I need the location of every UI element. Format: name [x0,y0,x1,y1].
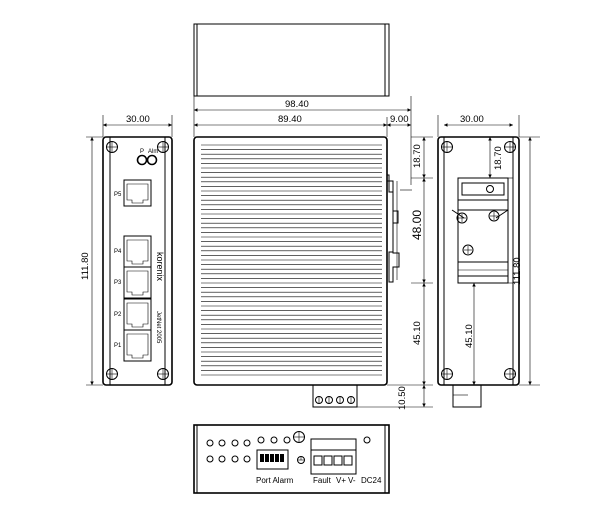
screw-icon [106,141,118,153]
end-dimensions [437,115,540,386]
led-alm-label: Alm [148,149,158,155]
port-p1 [123,329,152,362]
fault-label: Fault [313,476,332,485]
top-view [193,23,390,97]
model-label: JetNet 2005 [155,311,161,344]
screw-icon [504,368,516,380]
port-p5 [123,179,152,207]
dim-lower-offset: 45.10 [412,321,423,345]
power-terminal [310,438,357,475]
vplus-label: V+ [336,476,346,485]
bottom-view: Port Alarm Fault V+ V- DC24 [193,424,390,494]
screw-icon [157,368,169,380]
dim-side-lower-offset: 45.10 [464,324,475,348]
port-p3 [123,266,152,299]
dim-top-offset: 18.70 [412,144,423,168]
led-alm-icon [146,154,158,166]
dip-switch [256,449,289,470]
brand-logo: korenix [155,252,165,282]
status-leds [206,436,371,463]
dim-connector-offset: 10.50 [397,386,408,410]
dim-rail-height: 48.00 [410,210,424,240]
dim-side-top-offset: 18.70 [493,146,504,170]
port-p4 [123,235,152,268]
dim-front-width: 30.00 [126,114,150,125]
dim-total-depth: 98.40 [285,99,309,110]
dim-side-height: 111.80 [512,257,523,285]
dim-side-width: 30.00 [460,114,484,125]
port-alarm-label: Port Alarm [256,476,294,485]
screw-icon [488,210,500,222]
side-view [193,136,412,408]
vminus-label: V- [348,476,356,485]
port-p2-label: P2 [114,312,122,318]
front-dimensions [86,115,173,386]
screw-icon [462,244,474,256]
led-p-icon [136,154,148,166]
port-p4-label: P4 [114,249,122,255]
dim-rail-depth: 9.00 [390,114,409,125]
screw-icon [456,212,468,224]
screw-icon [441,368,453,380]
screw-icon [504,141,516,153]
dim-body-depth: 89.40 [278,114,302,125]
front-view: P Alm P5 P4 P3 P2 P1 korenix Jet [102,136,173,386]
screw-icon [157,141,169,153]
port-p1-label: P1 [114,343,122,349]
side-dimensions [193,96,433,408]
dc24-label: DC24 [361,476,382,485]
dim-front-height: 111.80 [80,252,91,280]
heatsink-fins [201,144,382,376]
led-p-label: P [140,149,144,155]
port-p5-label: P5 [114,192,122,198]
screw-icon [441,141,453,153]
terminal-block [312,384,358,408]
screw-icon [106,368,118,380]
port-p2 [123,298,152,331]
end-view [437,136,520,408]
ground-icon [293,431,305,464]
port-p3-label: P3 [114,280,122,286]
